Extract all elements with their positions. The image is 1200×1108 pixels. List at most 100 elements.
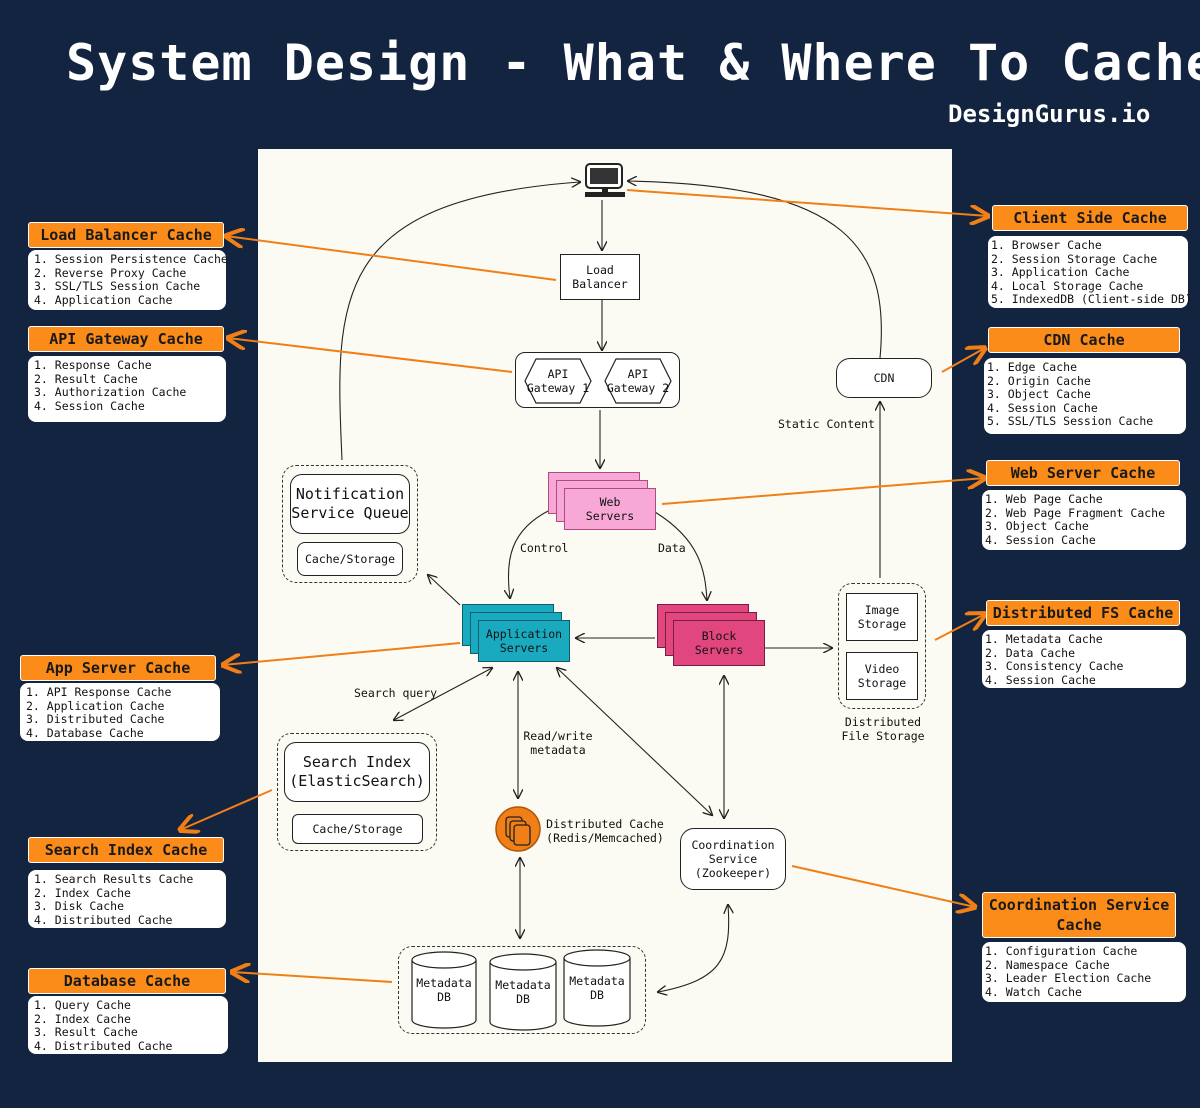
read-write-metadata-label: Read/write metadata	[523, 729, 593, 757]
list-item: 3. Leader Election Cache	[985, 971, 1152, 986]
client-callout-arrow	[626, 189, 988, 216]
coordination-callout-arrow	[791, 865, 975, 907]
application-servers-label: Application Servers	[485, 627, 563, 655]
list-item: 4. Session Cache	[987, 400, 1098, 415]
app-to-coordination-line	[557, 668, 712, 815]
list-item: 1. Edge Cache	[987, 360, 1078, 374]
list-item: 3. Distributed Cache	[26, 712, 165, 727]
notification-group	[282, 465, 418, 583]
list-item: 2. Session Storage Cache	[991, 251, 1158, 266]
distributed-cache-icon	[495, 806, 541, 852]
list-item: 1. Browser Cache	[991, 238, 1102, 252]
brand-label: DesignGurus.io	[948, 100, 1151, 128]
metadata-db-1-cylinder	[411, 951, 477, 1029]
cdn-label: CDN	[873, 371, 895, 385]
metadata-db-3-cylinder	[563, 949, 631, 1027]
web-server-cache-title: Web Server Cache	[986, 460, 1180, 486]
search-query-label: Search query	[354, 686, 438, 700]
client-side-cache-list: 1. Browser Cache 2. Session Storage Cach…	[988, 236, 1192, 308]
list-item: 2. Reverse Proxy Cache	[34, 265, 187, 280]
image-storage-node: Image Storage	[846, 593, 918, 641]
list-item: 4. Local Storage Cache	[991, 278, 1144, 293]
api-gateway-2-hexagon	[604, 358, 672, 404]
list-item: 2. Result Cache	[34, 371, 138, 386]
list-item: 4. Session Cache	[985, 672, 1096, 687]
web-servers-label: Web Servers	[585, 495, 635, 523]
client-computer-icon	[585, 163, 625, 197]
cdn-cache-list: 1. Edge Cache 2. Origin Cache 3. Object …	[984, 358, 1186, 434]
list-item: 3. Object Cache	[985, 519, 1089, 534]
metadata-db-2-cylinder	[489, 953, 557, 1031]
data-label: Data	[658, 541, 686, 555]
web-to-block-line	[654, 511, 707, 600]
notification-cache-storage: Cache/Storage	[297, 542, 403, 576]
search-index-group	[277, 733, 437, 851]
file-storage-group	[838, 583, 926, 709]
metadata-db-group	[398, 946, 646, 1034]
search-callout-arrow	[180, 789, 273, 830]
app-server-cache-list: 1. API Response Cache 2. Application Cac…	[20, 683, 220, 741]
list-item: 1. Session Persistence Cache	[34, 252, 228, 266]
web-servers-node: Web Servers	[564, 488, 656, 530]
lb-callout-arrow	[226, 236, 557, 281]
database-cache-list: 1. Query Cache 2. Index Cache 3. Result …	[28, 996, 228, 1054]
list-item: 4. Session Cache	[985, 532, 1096, 547]
list-item: 5. IndexedDB (Client-side DB)	[991, 292, 1192, 307]
image-storage-label: Image Storage	[857, 603, 907, 631]
list-item: 3. Consistency Cache	[985, 659, 1124, 674]
list-item: 4. Application Cache	[34, 292, 173, 307]
search-index-cache-title: Search Index Cache	[28, 837, 224, 863]
list-item: 1. Response Cache	[34, 358, 152, 372]
list-item: 2. Data Cache	[985, 645, 1076, 660]
list-item: 1. Metadata Cache	[985, 632, 1103, 646]
list-item: 4. Distributed Cache	[34, 912, 173, 927]
search-cache-storage: Cache/Storage	[292, 814, 423, 844]
list-item: 1. API Response Cache	[26, 685, 172, 699]
search-index-cache-list: 1. Search Results Cache 2. Index Cache 3…	[28, 870, 226, 928]
notification-queue-node: Notification Service Queue	[290, 474, 410, 534]
list-item: 4. Database Cache	[26, 725, 144, 740]
distributed-file-storage-label: Distributed File Storage	[841, 715, 925, 743]
api-gateway-2-label: API Gateway 2	[606, 367, 670, 395]
cdn-node: CDN	[836, 358, 932, 398]
api-gateway-1-hexagon	[524, 358, 592, 404]
app-to-notification-line	[428, 575, 461, 606]
search-index-label: Search Index (ElasticSearch)	[289, 753, 425, 790]
metadata-db-3-label: Metadata DB	[569, 974, 625, 1002]
coordination-to-db-line	[658, 905, 729, 992]
application-servers-node: Application Servers	[478, 620, 570, 662]
app-callout-arrow	[223, 642, 461, 665]
cdn-callout-arrow	[941, 348, 985, 373]
list-item: 3. Disk Cache	[34, 899, 125, 914]
db-callout-arrow	[232, 972, 393, 982]
app-server-cache-title: App Server Cache	[20, 655, 216, 681]
list-item: 1. Configuration Cache	[985, 944, 1138, 958]
web-callout-arrow	[661, 478, 985, 505]
api-gateway-1-label: API Gateway 1	[526, 367, 590, 395]
video-storage-label: Video Storage	[857, 662, 907, 690]
cdn-to-client-line	[628, 181, 882, 359]
list-item: 2. Origin Cache	[987, 373, 1091, 388]
list-item: 1. Query Cache	[34, 998, 131, 1012]
distributed-fs-cache-title: Distributed FS Cache	[986, 600, 1180, 626]
coordination-service-node: Coordination Service (Zookeeper)	[680, 828, 786, 890]
list-item: 2. Index Cache	[34, 1011, 131, 1026]
client-side-cache-title: Client Side Cache	[992, 205, 1188, 231]
list-item: 3. Object Cache	[987, 387, 1091, 402]
metadata-db-1-label: Metadata DB	[416, 976, 472, 1004]
list-item: 5. SSL/TLS Session Cache	[987, 414, 1154, 429]
diagram-canvas	[258, 149, 952, 1062]
load-balancer-cache-list: 1. Session Persistence Cache 2. Reverse …	[28, 250, 228, 310]
list-item: 2. Namespace Cache	[985, 957, 1110, 972]
search-cache-storage-label: Cache/Storage	[312, 822, 403, 836]
list-item: 3. Result Cache	[34, 1025, 138, 1040]
web-to-app-line	[508, 509, 551, 598]
search-index-node: Search Index (ElasticSearch)	[284, 742, 430, 802]
list-item: 4. Watch Cache	[985, 984, 1082, 999]
fs-callout-arrow	[934, 614, 985, 641]
list-item: 3. SSL/TLS Session Cache	[34, 279, 201, 294]
control-label: Control	[520, 541, 569, 555]
coordination-service-cache-list: 1. Configuration Cache 2. Namespace Cach…	[982, 942, 1186, 1002]
cdn-cache-title: CDN Cache	[988, 327, 1180, 353]
notification-cache-storage-label: Cache/Storage	[304, 552, 395, 566]
